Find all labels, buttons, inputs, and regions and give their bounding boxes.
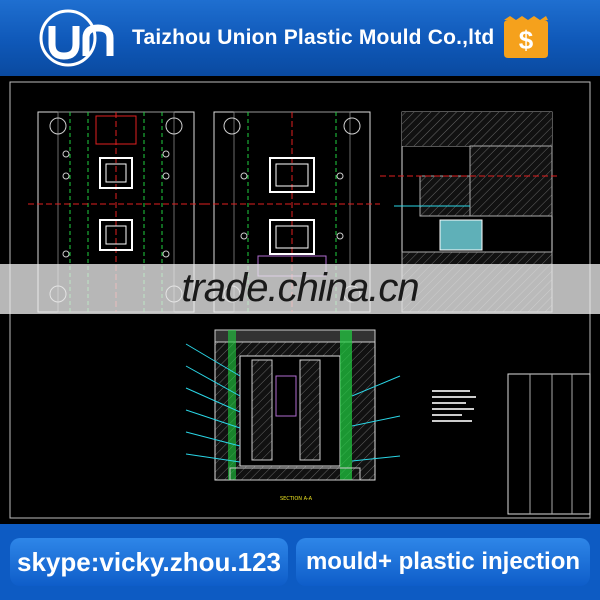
company-logo <box>39 9 114 67</box>
watermark-band <box>0 264 600 314</box>
price-tag-dollar-icon: $ <box>504 16 548 58</box>
mould-cad-drawing: SECTION A-A <box>9 81 591 519</box>
skype-contact-label: skype:vicky.zhou.123 <box>10 538 288 586</box>
section-label: SECTION A-A <box>280 496 313 502</box>
product-tagline: mould+ plastic injection <box>296 538 590 586</box>
company-name: Taizhou Union Plastic Mould Co.,ltd <box>132 26 495 49</box>
svg-text:$: $ <box>519 25 534 55</box>
watermark-text: trade.china.cn <box>181 266 419 310</box>
drawing-notes <box>432 390 476 422</box>
title-block-table <box>507 373 591 515</box>
header-banner <box>0 0 600 76</box>
main-section-view: SECTION A-A <box>185 329 401 502</box>
